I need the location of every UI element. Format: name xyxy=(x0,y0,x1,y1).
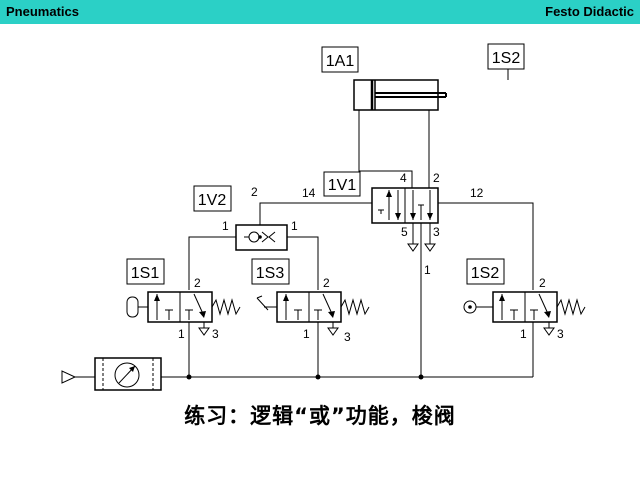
service-unit xyxy=(75,357,162,391)
label-box-1a1: 1A1 xyxy=(321,46,359,73)
pressure-gauge-icon xyxy=(114,362,140,388)
port-s2-2: 2 xyxy=(539,276,546,290)
port-s3-2: 2 xyxy=(323,276,330,290)
port-s1-2: 2 xyxy=(194,276,201,290)
port-s2-1: 1 xyxy=(520,327,527,341)
port-v1-5: 5 xyxy=(401,225,408,239)
label-1s1: 1S1 xyxy=(131,265,160,282)
label-1v1: 1V1 xyxy=(328,177,357,194)
label-1s3: 1S3 xyxy=(256,265,285,282)
label-box-1v1: 1V1 xyxy=(323,171,361,197)
valve-1s1 xyxy=(126,291,241,336)
label-box-1s2: 1S2 xyxy=(466,258,505,285)
valve-1s2 xyxy=(463,291,586,336)
line-cyl-to-port4 xyxy=(358,110,413,188)
label-1v2: 1V2 xyxy=(198,192,227,209)
port-v2-1-right: 1 xyxy=(291,219,298,233)
cylinder-1a1 xyxy=(353,79,447,111)
port-v2-2: 2 xyxy=(251,185,258,199)
port-s1-3: 3 xyxy=(212,327,219,341)
label-1s2: 1S2 xyxy=(471,265,500,282)
header-bar: Pneumatics Festo Didactic xyxy=(0,0,640,24)
port-s2-3: 3 xyxy=(557,327,564,341)
port-s3-3: 3 xyxy=(344,330,351,344)
port-v2-1-left: 1 xyxy=(222,219,229,233)
header-title-left: Pneumatics xyxy=(6,4,79,19)
line-12-pilot xyxy=(438,202,534,290)
port-v1-4: 4 xyxy=(400,171,407,185)
junction-dot xyxy=(186,374,192,380)
label-box-1s2-top: 1S2 xyxy=(487,43,525,80)
port-s3-1: 1 xyxy=(303,327,310,341)
valve-1v1 xyxy=(371,187,439,252)
label-box-1v2: 1V2 xyxy=(193,185,232,212)
port-v1-1: 1 xyxy=(424,263,431,277)
junction-dot xyxy=(315,374,321,380)
line-14-pilot xyxy=(259,202,372,225)
line-v2-to-s1 xyxy=(188,236,236,290)
caption: 练习：逻辑“或”功能，梭阀 xyxy=(184,404,456,428)
label-box-1s3: 1S3 xyxy=(251,258,290,285)
label-1s2-top: 1S2 xyxy=(492,50,521,67)
label-box-1s1: 1S1 xyxy=(126,258,165,285)
header-title-right: Festo Didactic xyxy=(545,4,634,19)
valve-1s3 xyxy=(256,291,370,336)
port-s1-1: 1 xyxy=(178,327,185,341)
port-v1-14: 14 xyxy=(302,186,316,200)
port-v1-12: 12 xyxy=(470,186,484,200)
port-v1-2: 2 xyxy=(433,171,440,185)
junction-dot xyxy=(418,374,424,380)
port-v1-3: 3 xyxy=(433,225,440,239)
line-v2-to-s3 xyxy=(287,236,319,290)
label-1a1: 1A1 xyxy=(326,53,355,70)
air-source-icon xyxy=(61,370,77,384)
shuttle-valve-1v2 xyxy=(235,224,288,251)
